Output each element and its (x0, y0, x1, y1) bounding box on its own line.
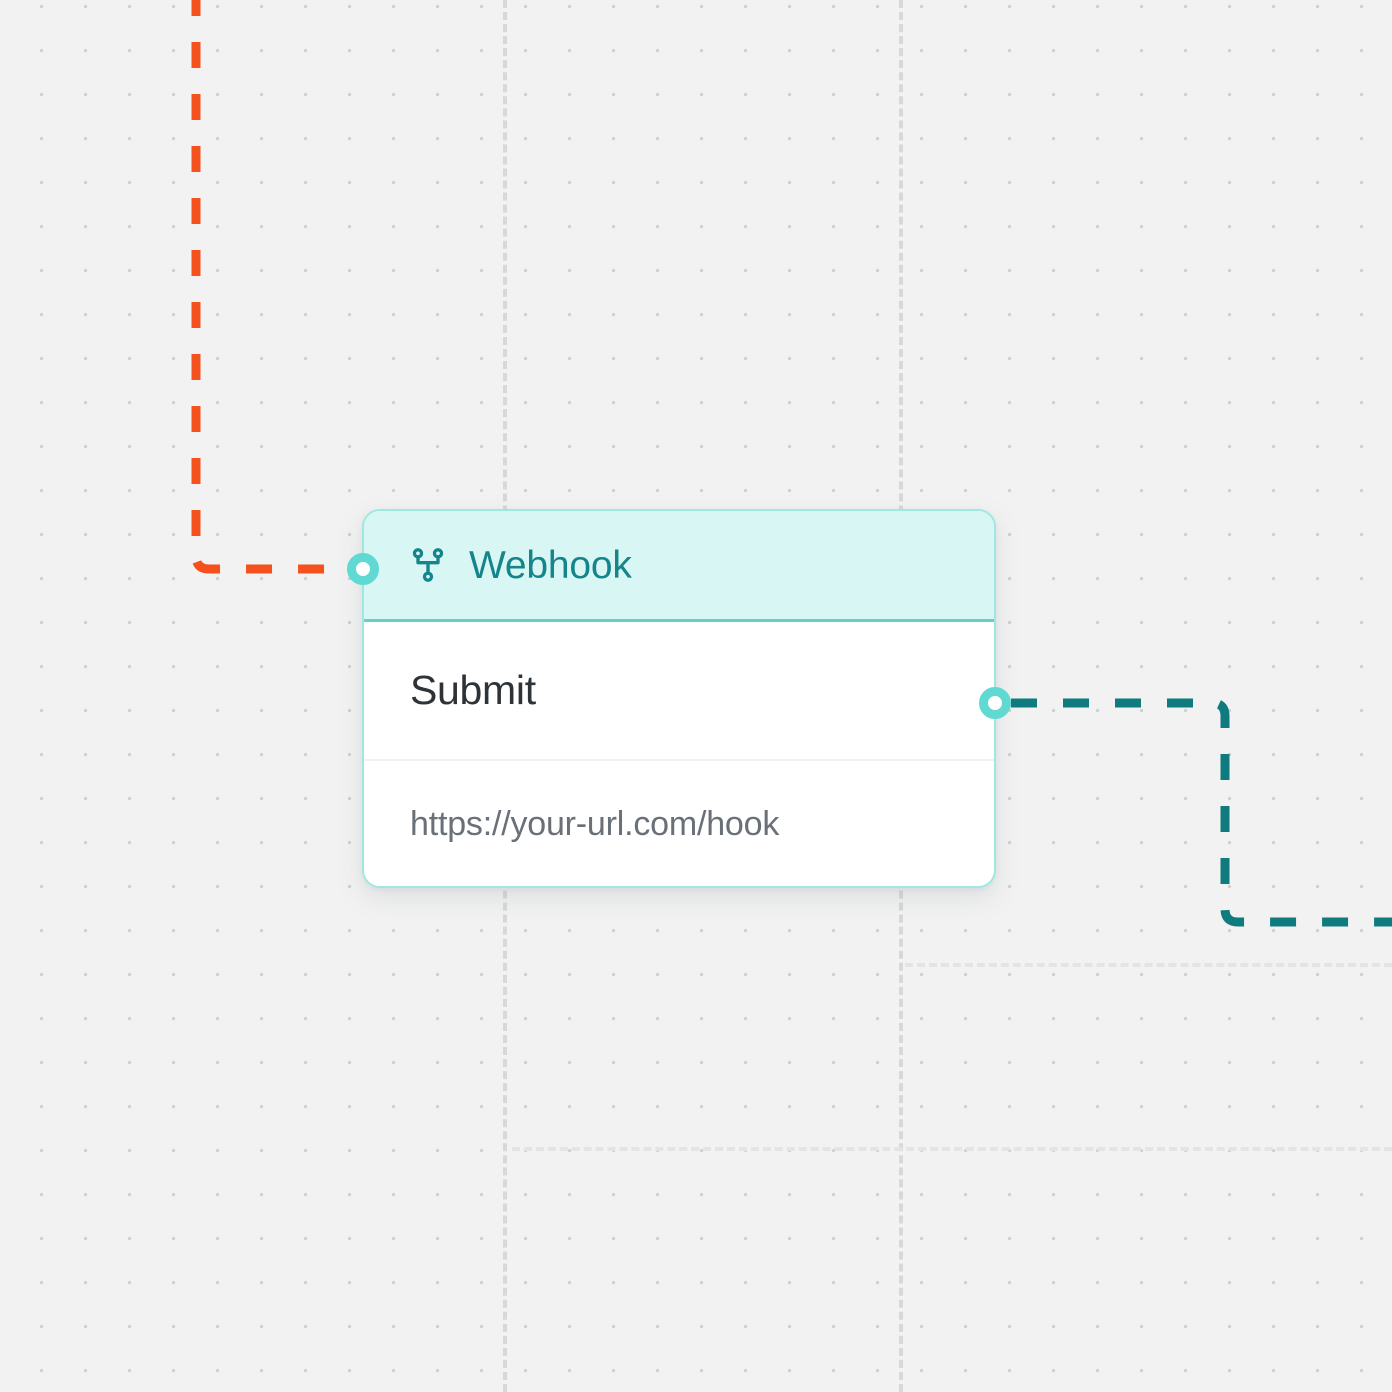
node-row-action[interactable]: Submit (364, 622, 994, 761)
outgoing-edge[interactable] (1011, 698, 1392, 927)
incoming-edge[interactable] (191, 0, 347, 574)
node-action-label: Submit (410, 667, 536, 713)
guide-horizontal-mid (905, 963, 1392, 967)
webhook-node[interactable]: Webhook Submit https://your-url.com/hook (362, 509, 996, 888)
output-port[interactable] (979, 687, 1011, 719)
git-fork-icon (407, 544, 449, 586)
node-row-url[interactable]: https://your-url.com/hook (364, 761, 994, 886)
input-port[interactable] (347, 553, 379, 585)
node-title: Webhook (469, 543, 632, 587)
node-url-label: https://your-url.com/hook (410, 804, 780, 843)
guide-horizontal-low (512, 1147, 1392, 1151)
node-header[interactable]: Webhook (364, 511, 994, 622)
